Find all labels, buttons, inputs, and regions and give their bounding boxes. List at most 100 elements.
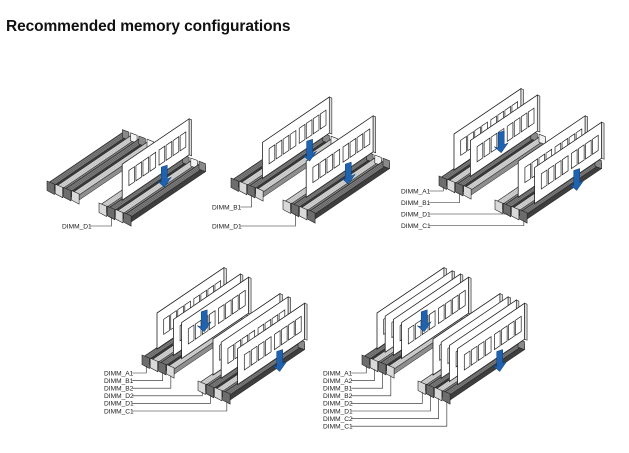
memory-chip bbox=[282, 134, 290, 155]
memory-chip bbox=[172, 136, 180, 157]
slot-latch bbox=[511, 205, 520, 221]
leader-line bbox=[351, 369, 375, 381]
memory-chip bbox=[149, 151, 157, 172]
memory-chip bbox=[128, 165, 135, 187]
slot-latch bbox=[166, 364, 175, 379]
slot-latch bbox=[438, 175, 447, 190]
slot-latch bbox=[494, 199, 503, 214]
leader-line bbox=[429, 220, 525, 226]
slot-latch bbox=[307, 209, 316, 224]
slot-latch bbox=[149, 357, 158, 373]
leader-line bbox=[351, 398, 439, 419]
memory-chip bbox=[218, 303, 225, 325]
slot-latch bbox=[290, 202, 300, 218]
slot-latch bbox=[115, 208, 124, 224]
memory-chip bbox=[258, 340, 265, 362]
memory-chip bbox=[312, 114, 320, 135]
slot-latch bbox=[378, 360, 387, 376]
leader-line bbox=[429, 193, 460, 203]
dimm-label: DIMM_D2 bbox=[104, 393, 134, 400]
slot-latch bbox=[455, 181, 464, 197]
memory-chip bbox=[265, 336, 272, 357]
insert-arrow-icon bbox=[494, 130, 509, 154]
dimm-label: DIMM_D1 bbox=[323, 408, 353, 415]
memory-chip bbox=[476, 142, 484, 163]
insert-arrow-icon bbox=[569, 168, 584, 191]
config-eight-dimms: DIMM_A1DIMM_A2DIMM_B1DIMM_B2DIMM_D2DIMM_… bbox=[323, 266, 528, 431]
insert-arrow-icon bbox=[492, 349, 507, 372]
memory-chip bbox=[363, 128, 371, 149]
memory-chip bbox=[239, 289, 246, 310]
slot-latch bbox=[46, 180, 55, 195]
leader-line bbox=[132, 392, 203, 397]
leader-line bbox=[132, 372, 163, 381]
dimm-label: DIMM_A2 bbox=[323, 378, 353, 385]
leader-line bbox=[351, 366, 367, 374]
memory-chip bbox=[163, 314, 170, 336]
memory-chip bbox=[494, 329, 501, 351]
memory-chip bbox=[135, 161, 142, 182]
slot-latch bbox=[63, 186, 72, 202]
memory-chip bbox=[470, 345, 478, 366]
memory-chip bbox=[295, 315, 302, 336]
memory-chip bbox=[333, 148, 341, 169]
slot-latch bbox=[519, 209, 528, 224]
memory-chip bbox=[547, 164, 555, 185]
slot-latch bbox=[442, 390, 451, 405]
leader-line bbox=[90, 217, 112, 227]
memory-chip bbox=[281, 325, 288, 346]
slot-latch bbox=[238, 180, 247, 196]
slot-latch bbox=[299, 205, 308, 221]
memory-chip bbox=[158, 145, 166, 166]
dimm-label: DIMM_B1 bbox=[104, 378, 134, 385]
memory-chip bbox=[520, 112, 528, 133]
memory-chip bbox=[571, 148, 578, 170]
memory-chip bbox=[585, 139, 592, 160]
slot-latch bbox=[502, 202, 512, 218]
leader-line bbox=[240, 195, 252, 208]
memory-chip bbox=[319, 109, 327, 130]
config-one-dimm: DIMM_D1 bbox=[46, 118, 207, 230]
slot-latch bbox=[382, 157, 390, 170]
memory-chip bbox=[515, 315, 522, 336]
insert-arrow-icon bbox=[272, 349, 287, 372]
slot-latch bbox=[434, 386, 443, 402]
memory-chip bbox=[319, 158, 326, 179]
config-six-dimms: DIMM_A1DIMM_B1DIMM_B2DIMM_D2DIMM_D1DIMM_… bbox=[104, 266, 308, 415]
dimm-label: DIMM_A1 bbox=[401, 188, 431, 195]
memory-chip bbox=[187, 324, 195, 345]
memory-chip bbox=[289, 129, 297, 151]
memory-chip bbox=[540, 169, 548, 190]
memory-chip bbox=[524, 162, 531, 184]
leader-line bbox=[132, 401, 228, 412]
leader-line bbox=[351, 395, 431, 412]
dimm-label: DIMM_D2 bbox=[323, 401, 353, 408]
dimm-label: DIMM_B1 bbox=[323, 386, 353, 393]
leader-line bbox=[132, 366, 147, 374]
memory-chip bbox=[274, 329, 281, 351]
memory-chip bbox=[438, 303, 445, 325]
dimm-label: DIMM_D1 bbox=[212, 223, 242, 230]
dimm-label: DIMM_A1 bbox=[104, 370, 134, 377]
slot-latch bbox=[106, 205, 115, 221]
slot-latch bbox=[282, 199, 291, 214]
memory-chip bbox=[478, 340, 485, 362]
memory-chip bbox=[592, 134, 599, 155]
memory-chip bbox=[142, 156, 149, 177]
insert-arrow-icon bbox=[341, 161, 356, 185]
slot-latch bbox=[463, 185, 472, 200]
slot-latch bbox=[98, 202, 107, 217]
slot-latch bbox=[71, 190, 80, 205]
insert-arrow-icon bbox=[302, 138, 317, 162]
memory-chip bbox=[342, 142, 350, 163]
memory-chip bbox=[356, 133, 364, 154]
memory-chip bbox=[250, 345, 258, 366]
slot-latch bbox=[197, 380, 206, 395]
dimm-label: DIMM_D1 bbox=[104, 401, 134, 408]
slot-latch bbox=[369, 357, 379, 373]
slot-latch bbox=[417, 380, 426, 395]
leader-line bbox=[132, 395, 211, 404]
insert-arrow-icon bbox=[197, 309, 212, 333]
